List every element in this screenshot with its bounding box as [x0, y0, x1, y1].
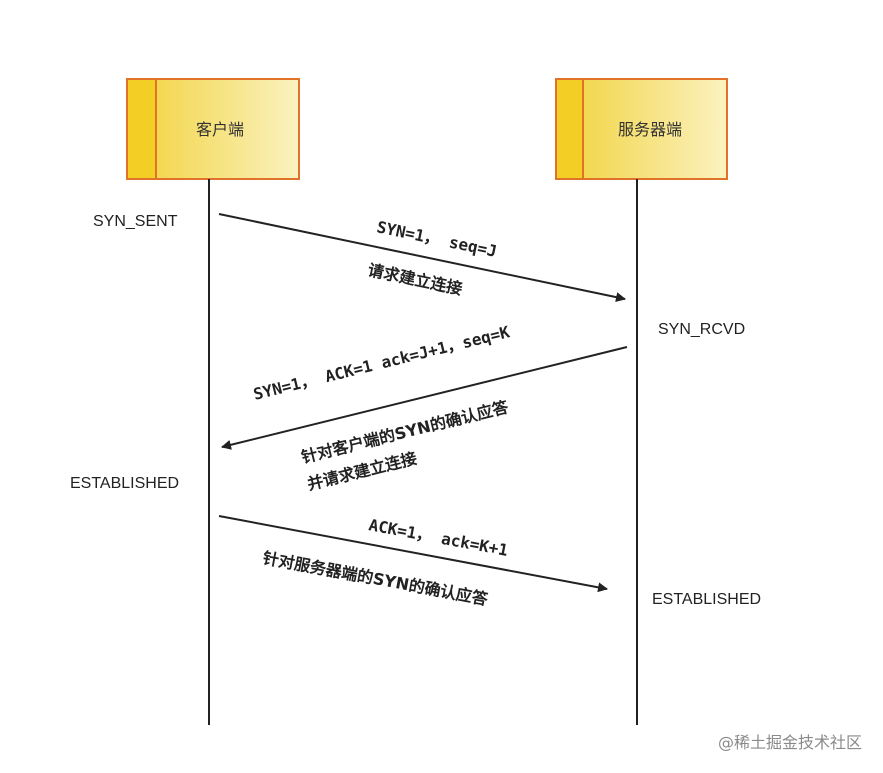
- message-syn-ack-label: SYN=1， ACK=1 ack=J+1，seq=K: [251, 322, 511, 404]
- message-ack-label: ACK=1， ack=K+1: [367, 515, 509, 560]
- client-participant: 客户端: [126, 78, 300, 180]
- state-client-established: ESTABLISHED: [70, 475, 179, 492]
- watermark-text: @稀土掘金技术社区: [718, 733, 862, 752]
- message-ack-note: 针对服务器端的SYN的确认应答: [261, 548, 490, 609]
- message-syn-note: 请求建立连接: [366, 260, 464, 298]
- state-server-syn-rcvd: SYN_RCVD: [658, 321, 745, 338]
- client-label: 客户端: [196, 120, 244, 139]
- message-ack: ACK=1， ack=K+1 针对服务器端的SYN的确认应答: [218, 515, 608, 609]
- server-participant: 服务器端: [555, 78, 728, 180]
- server-label: 服务器端: [618, 120, 682, 139]
- state-client-syn-sent: SYN_SENT: [93, 213, 178, 230]
- message-ack-arrow: [218, 515, 608, 593]
- message-syn-ack-arrow: [221, 346, 628, 450]
- message-syn: SYN=1， seq=J 请求建立连接: [218, 213, 626, 303]
- state-server-established: ESTABLISHED: [652, 591, 761, 608]
- message-syn-arrow: [218, 213, 626, 303]
- message-syn-ack: SYN=1， ACK=1 ack=J+1，seq=K 针对客户端的SYN的确认应…: [221, 322, 628, 494]
- message-syn-label: SYN=1， seq=J: [375, 217, 498, 261]
